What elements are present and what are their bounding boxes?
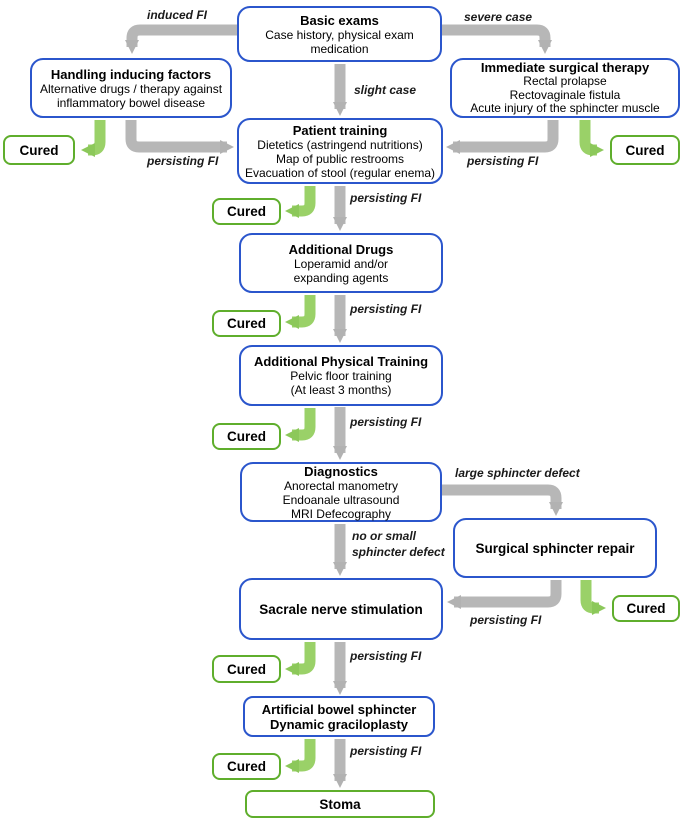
edge-label-persisting-fi-right: persisting FI	[467, 154, 539, 168]
node-line: MRI Defecography	[290, 506, 392, 521]
cured-label: Cured	[226, 204, 266, 219]
node-title: Immediate surgical therapy	[480, 60, 650, 76]
node-sacrale-nerve-stimulation: Sacrale nerve stimulation	[239, 578, 443, 640]
node-diagnostics: Diagnostics Anorectal manometry Endoanal…	[240, 462, 442, 522]
edge-label-persisting-fi-left: persisting FI	[147, 154, 219, 168]
cured-label: Cured	[226, 661, 266, 677]
node-line: Acute injury of the sphincter muscle	[470, 101, 660, 116]
edge-label-persisting-fi-2: persisting FI	[350, 302, 422, 316]
cured-label: Cured	[19, 142, 59, 158]
node-surgical-sphincter-repair: Surgical sphincter repair	[453, 518, 657, 578]
node-line: inflammatory bowel disease	[56, 95, 206, 110]
cured-label: Cured	[625, 142, 665, 158]
node-additional-physical-training: Additional Physical Training Pelvic floo…	[239, 345, 443, 406]
node-line: Pelvic floor training	[290, 369, 392, 383]
edge-label-persisting-fi-4: persisting FI	[350, 649, 422, 663]
node-line: Evacuation of stool (regular enema)	[244, 165, 436, 180]
node-title: Additional Physical Training	[253, 354, 429, 369]
cured-box-handling: Cured	[3, 135, 75, 165]
node-additional-drugs: Additional Drugs Loperamid and/or expand…	[239, 233, 443, 293]
edge-label-persisting-fi-3: persisting FI	[350, 415, 422, 429]
node-title-2: Dynamic graciloplasty	[270, 716, 408, 732]
cured-box-immediate: Cured	[610, 135, 680, 165]
edge-label-severe-case: severe case	[464, 10, 533, 24]
cured-label: Cured	[226, 429, 266, 444]
node-title: Basic exams	[300, 12, 379, 28]
node-title: Handling inducing factors	[50, 66, 212, 82]
edge-label-no-or-small-sphincter-defect: no or small sphincter defect	[352, 528, 445, 560]
cured-label: Cured	[226, 759, 266, 774]
node-line: Loperamid and/or	[293, 256, 389, 271]
gray-arrows	[125, 24, 563, 788]
cured-box-artificial: Cured	[212, 753, 281, 780]
cured-box-sacrale: Cured	[212, 655, 281, 683]
edge-label-large-sphincter-defect: large sphincter defect	[455, 466, 580, 480]
node-basic-exams: Basic exams Case history, physical exam …	[237, 6, 442, 62]
edge-label-persisting-fi-5: persisting FI	[350, 744, 422, 758]
cured-box-surgical-repair: Cured	[612, 595, 680, 622]
cured-box-patient-training: Cured	[212, 198, 281, 225]
node-line: Rectal prolapse	[523, 74, 607, 89]
node-title: Stoma	[319, 796, 361, 812]
node-title: Artificial bowel sphincter	[261, 701, 417, 717]
node-line: Endoanale ultrasound	[282, 492, 400, 507]
node-line: expanding agents	[293, 270, 389, 285]
edge-label-persisting-fi-repair: persisting FI	[470, 613, 542, 627]
green-arrows	[81, 120, 606, 773]
node-handling-inducing-factors: Handling inducing factors Alternative dr…	[30, 58, 232, 118]
node-title: Surgical sphincter repair	[475, 540, 635, 556]
edge-label-persisting-fi-1: persisting FI	[350, 191, 422, 205]
node-immediate-surgical-therapy: Immediate surgical therapy Rectal prolap…	[450, 58, 680, 118]
node-stoma: Stoma	[245, 790, 435, 818]
node-title: Patient training	[292, 122, 388, 138]
node-title: Sacrale nerve stimulation	[259, 601, 423, 617]
node-title: Diagnostics	[304, 463, 378, 479]
node-line: Alternative drugs / therapy against	[39, 81, 223, 96]
node-title: Additional Drugs	[288, 241, 394, 257]
node-patient-training: Patient training Dietetics (astringend n…	[237, 118, 443, 184]
node-line: (At least 3 months)	[290, 383, 392, 397]
cured-label: Cured	[626, 601, 666, 616]
node-artificial-bowel-sphincter: Artificial bowel sphincter Dynamic graci…	[243, 696, 435, 737]
node-line: Rectovaginale fistula	[509, 87, 621, 102]
cured-label: Cured	[226, 316, 266, 331]
node-line: Case history, physical exam	[265, 27, 414, 42]
edge-label-induced-fi: induced FI	[147, 8, 207, 22]
node-line: Dietetics (astringend nutritions)	[257, 137, 423, 152]
node-line: Anorectal manometry	[283, 478, 399, 493]
node-line: medication	[310, 41, 369, 56]
edge-label-slight-case: slight case	[354, 83, 417, 97]
edge-label-line: sphincter defect	[352, 545, 445, 559]
cured-box-additional-physical: Cured	[212, 423, 281, 450]
edge-label-line: no or small	[352, 529, 417, 543]
cured-box-additional-drugs: Cured	[212, 310, 281, 337]
node-line: Map of public restrooms	[275, 151, 405, 166]
